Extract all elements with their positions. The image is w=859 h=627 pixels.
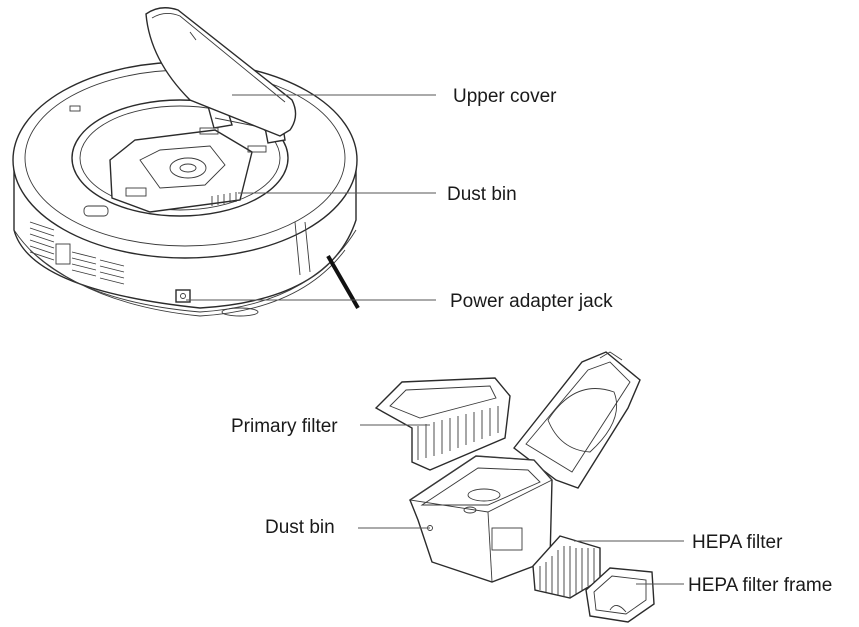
label-dust-bin-top: Dust bin bbox=[447, 184, 517, 205]
robot-vacuum-illustration bbox=[12, 7, 360, 317]
label-power-adapter-jack: Power adapter jack bbox=[450, 291, 613, 312]
label-upper-cover: Upper cover bbox=[453, 86, 557, 107]
dust-bin-illustration bbox=[374, 351, 655, 623]
label-hepa-filter: HEPA filter bbox=[692, 532, 783, 553]
label-primary-filter: Primary filter bbox=[231, 416, 338, 437]
leader-lines bbox=[186, 94, 684, 585]
label-dust-bin-bottom: Dust bin bbox=[265, 517, 335, 538]
label-hepa-filter-frame: HEPA filter frame bbox=[688, 575, 833, 596]
